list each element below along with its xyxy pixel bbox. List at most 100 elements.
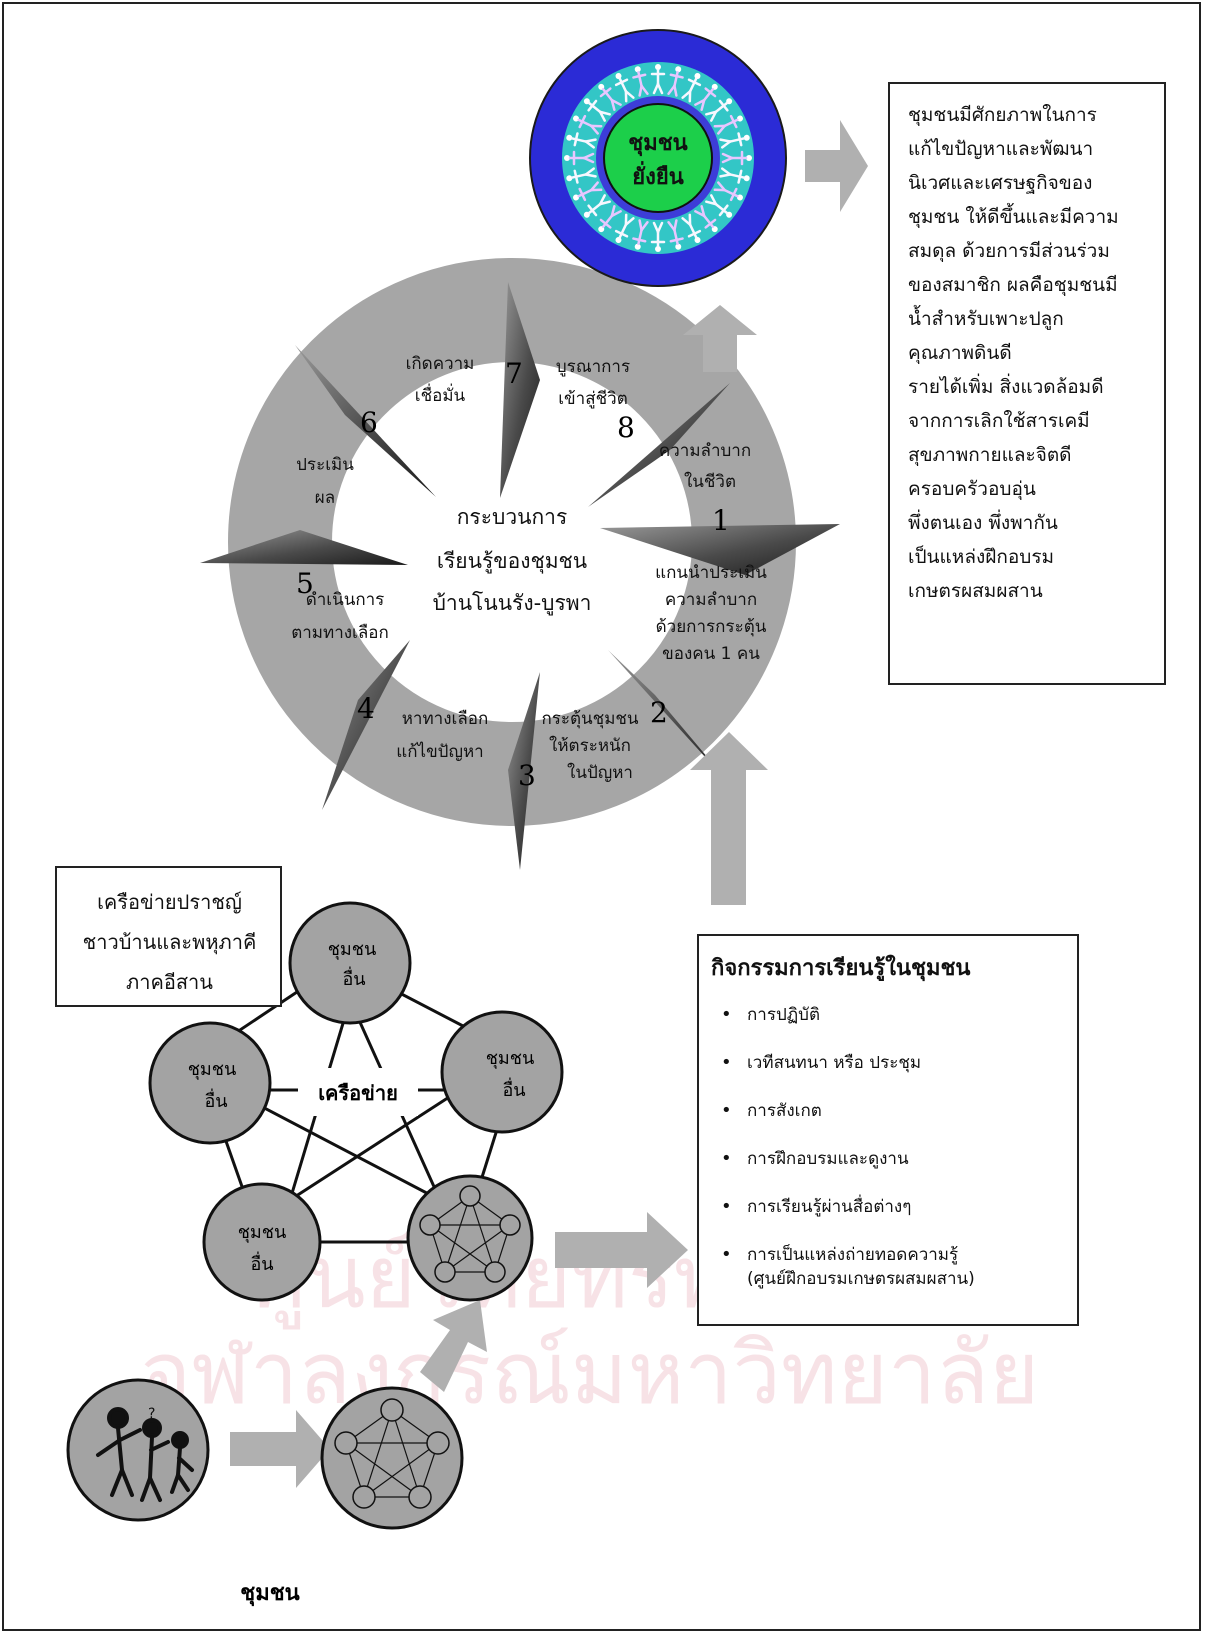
globe-center: [603, 103, 713, 213]
arrow-up-from-activities: [690, 732, 768, 905]
activities-list: การปฏิบัติ เวทีสนทนา หรือ ประชุม การสังเ…: [711, 1003, 1067, 1291]
step-8-label-line-2: เข้าสู่ชีวิต: [558, 389, 627, 409]
person-figure-icon: [694, 83, 718, 111]
step-4-label-line-1: หาทางเลือก: [402, 709, 489, 729]
block-arrows: [230, 120, 868, 1488]
people-ring: [564, 64, 752, 252]
question-mark-icon: ?: [148, 1406, 155, 1422]
activities-title: กิจกรรมการเรียนรู้ในชุมชน: [711, 956, 971, 981]
globe-label-line-2: ยั่งยืน: [632, 160, 684, 190]
network-node-bottomleft-line-1: ชุมชน: [238, 1222, 287, 1243]
network-link-right-bottomleft: [289, 1088, 461, 1202]
person-figure-icon: [719, 132, 750, 149]
network-node-bottomleft-line-2: อื่น: [250, 1251, 273, 1275]
network-node-right-line-1: ชุมชน: [486, 1048, 535, 1069]
network-center-label: เครือข่าย: [318, 1081, 398, 1105]
step-5-label-line-2: ตามทางเลือก: [291, 623, 389, 643]
step-2-label-line-3: ในปัญหา: [567, 762, 633, 783]
globe-inner-ring: [596, 96, 720, 220]
step-2-label-line-1: กระตุ้นชุมชน: [541, 709, 638, 729]
step-7-label-line-1: เกิดความ: [406, 354, 475, 374]
step-number-6: 6: [360, 406, 378, 439]
network-label-background: [298, 1068, 418, 1116]
result-box: ชุมชนมีศักยภาพในการ แก้ไขปัญหาและพัฒนา น…: [888, 82, 1166, 685]
step-1-label-line-2: ความลำบาก: [665, 590, 757, 610]
activity-item: การสังเกต: [711, 1099, 1067, 1123]
network-node-circles: [148, 901, 564, 1302]
person-figure-icon: [632, 66, 649, 97]
person-figure-icon: [719, 167, 750, 184]
step-1-label-line-3: ด้วยการกระตุ้น: [656, 617, 767, 637]
person-figure-icon: [667, 66, 684, 97]
step-6-label-line-2: ผล: [315, 488, 335, 508]
result-text: ชุมชนมีศักยภาพในการ แก้ไขปัญหาและพัฒนา น…: [908, 104, 1119, 602]
person-figure-icon: [705, 98, 733, 122]
person-figure-icon: [681, 73, 702, 103]
person-figure-icon: [713, 181, 743, 202]
step-number-1: 1: [712, 504, 730, 537]
step-7-arrow-blade: [500, 282, 540, 498]
network-node-top-line-2: อื่น: [342, 966, 365, 990]
step-number-5: 5: [296, 567, 314, 600]
person-figure-icon: [667, 219, 684, 250]
network-title-text: เครือข่ายปราชญ์ ชาวบ้านและพหุภาคี ภาคอีส…: [82, 890, 257, 994]
step-4-arrow-blade: [322, 640, 410, 810]
person-figure-icon: [614, 213, 635, 243]
person-figure-icon: [583, 98, 611, 122]
network-node-labels: ชุมชน อื่น ชุมชน อื่น ชุมชน อื่น ชุมชน อ…: [188, 939, 535, 1275]
activities-box: กิจกรรมการเรียนรู้ในชุมชน การปฏิบัติ เวท…: [697, 934, 1079, 1326]
network-node-left-line-2: อื่น: [204, 1088, 227, 1112]
step-number-3: 3: [518, 759, 536, 792]
step-1-label-line-1: แกนนำประเมิน: [655, 563, 767, 583]
arrow-up-to-globe: [683, 305, 757, 372]
network-diagram: เครือข่าย ชุมชน อื่น ชุมชน อื่น ชุมชน อื…: [148, 901, 564, 1302]
community-people-icon: ?: [66, 1378, 210, 1522]
step-8-label-line-1: บูรณาการ: [556, 357, 630, 377]
network-node-bottomleft-circle: [202, 1182, 322, 1302]
person-figure-icon: [583, 194, 611, 218]
person-figure-icon: [694, 205, 718, 233]
person-figure-icon: [598, 83, 622, 111]
person-figure-icon: [650, 64, 666, 95]
network-node-left-line-1: ชุมชน: [188, 1059, 237, 1080]
arrow-community-right: [230, 1410, 330, 1488]
activity-item: การปฏิบัติ: [711, 1003, 1067, 1027]
mini-network-icon: [419, 1185, 521, 1283]
step-7-label-line-2: เชื่อมั่น: [415, 383, 466, 406]
watermark-line-2: จุฬาลงกรณ์มหาวิทยาลัย: [140, 1324, 1040, 1424]
activity-item: เวทีสนทนา หรือ ประชุม: [711, 1051, 1067, 1075]
activity-item: การเป็นแหล่งถ่ายทอดความรู้ (ศูนย์ฝึกอบรม…: [711, 1243, 1067, 1291]
person-figure-icon: [566, 132, 597, 149]
step-1-arrow-blade: [600, 524, 840, 575]
person-figure-icon: [713, 114, 743, 135]
person-figure-icon: [573, 114, 603, 135]
activity-item: การเรียนรู้ผ่านสื่อต่างๆ: [711, 1195, 1067, 1219]
person-figure-icon: [564, 150, 595, 166]
step-4-label-line-2: แก้ไขปัญหา: [396, 741, 483, 762]
community-network-icon: [320, 1386, 464, 1530]
step-1-label-line-4: ของคน 1 คน: [662, 644, 760, 664]
network-node-left-circle: [148, 1021, 272, 1145]
step-5-label-line-1: ดำเนินการ: [306, 590, 385, 610]
step-6-arrow-blade: [295, 345, 436, 497]
arrow-community-up: [420, 1300, 487, 1392]
person-figure-icon: [573, 181, 603, 202]
step-number-2: 2: [650, 696, 668, 729]
person-figure-icon: [681, 213, 702, 243]
center-label-line-2: เรียนรู้ของชุมชน: [437, 549, 587, 574]
step-labels: แกนนำประเมิน ความลำบาก ด้วยการกระตุ้น ขอ…: [291, 354, 767, 783]
person-figure-icon: [650, 221, 666, 252]
sustainable-community-globe: ชุมชน ยั่งยืน: [529, 29, 787, 287]
step-8-extra-line-1: ความลำบาก: [659, 441, 751, 461]
step-2-arrow-blade: [608, 650, 735, 790]
center-label: กระบวนการ เรียนรู้ของชุมชน บ้านโนนรัง-บู…: [433, 505, 592, 616]
person-figure-icon: [705, 194, 733, 218]
arrow-network-to-activities: [555, 1212, 688, 1288]
person-figure-icon: [614, 73, 635, 103]
community-label: ชุมชน: [240, 1581, 299, 1607]
step-5-arrow-blade: [200, 530, 408, 565]
person-figure-icon: [598, 205, 622, 233]
step-number-7: 7: [505, 357, 523, 390]
